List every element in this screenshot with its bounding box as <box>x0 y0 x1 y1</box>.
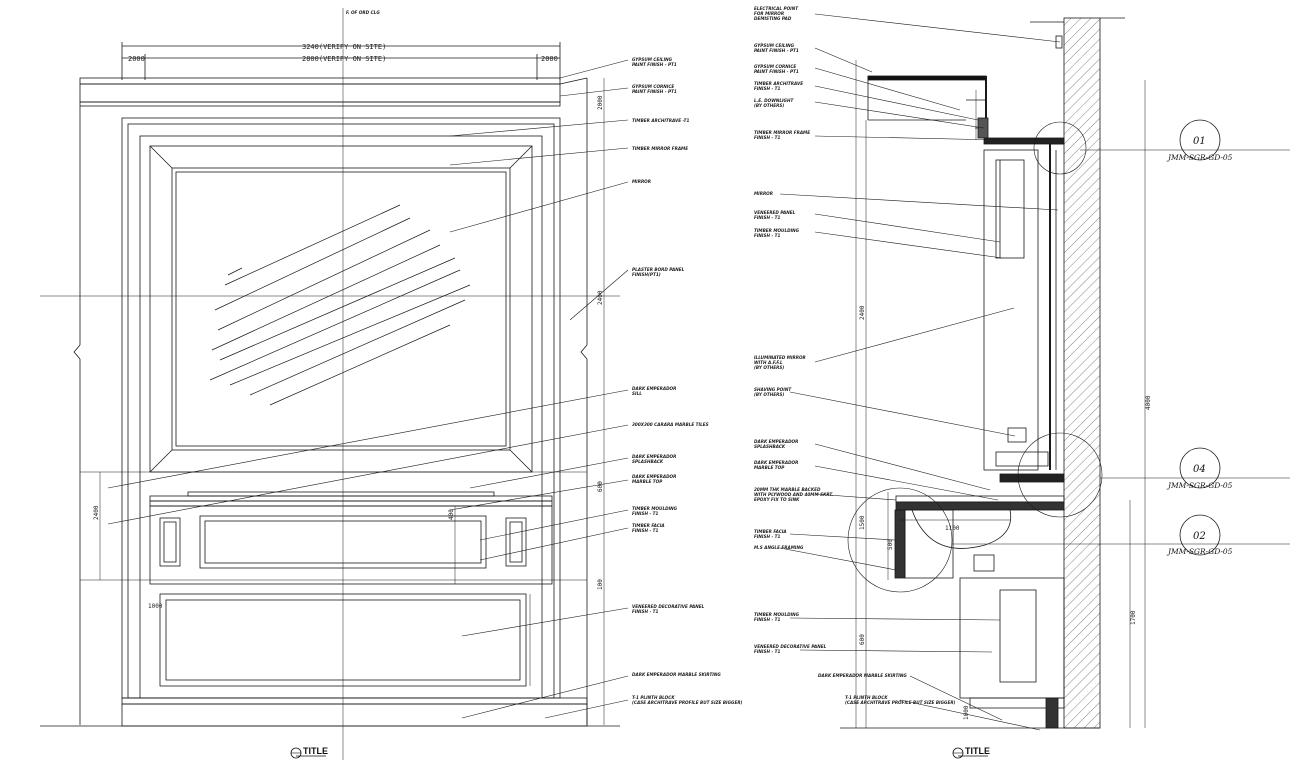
left-elevation <box>40 8 629 760</box>
vdim: 2400 <box>93 505 100 520</box>
anno-item: MIRROR <box>754 191 773 196</box>
left-elevation-labels: F. OF ORD CLG 3240(VERIFY ON SITE) 2800(… <box>93 10 743 759</box>
dim-left: 2000 <box>128 55 145 63</box>
detail-tag-ref: JMM-SGR-GD-05 <box>1166 153 1233 162</box>
dim-inner: 2800(VERIFY ON SITE) <box>302 55 386 63</box>
detail-tag-ref: JMM-SGR-GD-05 <box>1166 481 1233 490</box>
detail-tag-01[interactable]: 01 JMM-SGR-GD-05 <box>1166 136 1233 162</box>
anno-item: DARK EMPERADOR MARBLE SKIRTING <box>818 673 907 678</box>
vdim: 2400 <box>859 305 866 320</box>
dim-right: 2000 <box>541 55 558 63</box>
detail-tag-number: 01 <box>1193 136 1206 147</box>
detail-tag-number: 04 <box>1193 464 1206 475</box>
detail-tag-number: 02 <box>1193 531 1206 542</box>
detail-tag-02[interactable]: 02 JMM-SGR-GD-05 <box>1166 531 1233 556</box>
dim-overall: 3240(VERIFY ON SITE) <box>302 43 386 51</box>
anno-item: TIMBER MIRROR FRAME <box>632 146 688 151</box>
vdim: 100 <box>597 579 604 590</box>
anno-item: TIMBER ARCHITRAVE -T1 <box>632 118 689 123</box>
vdim: 1500 <box>859 515 866 530</box>
vdim: 1000 <box>148 603 163 610</box>
anno-item: T-1 PLINTH BLOCK(CASE ARCHITRAVE PROFILE… <box>632 695 743 705</box>
right-section <box>779 13 1290 731</box>
vdim: 2400 <box>597 290 604 305</box>
anno-item: DARK EMPERADOR MARBLE SKIRTING <box>632 672 721 677</box>
anno-item: 300X300 CARARA MARBLE TILES <box>632 422 709 427</box>
detail-tag-04[interactable]: 04 JMM-SGR-GD-05 <box>1166 464 1233 490</box>
detail-tag-ref: JMM-SGR-GD-05 <box>1166 547 1233 556</box>
anno-item: T-1 PLINTH BLOCK(CASE ARCHITRAVE PROFILE… <box>845 695 956 705</box>
left-title-block: TITLE <box>290 746 328 759</box>
anno-item: SHAVING POINT(BY OTHERS) <box>754 387 792 397</box>
vdim: 500 <box>887 539 894 550</box>
vdim: 2000 <box>597 95 604 110</box>
left-drawing-title: TITLE <box>303 746 328 756</box>
clg-level-note: F. OF ORD CLG <box>346 10 380 15</box>
vdim: 4000 <box>1145 395 1152 410</box>
right-drawing-title: TITLE <box>965 746 990 756</box>
vdim: 1000 <box>963 705 970 720</box>
vdim: 600 <box>597 481 604 492</box>
anno-item: MIRROR <box>632 179 651 184</box>
anno-item: L.E. DOWNLIGHT(BY OTHERS) <box>754 98 794 108</box>
vdim: 400 <box>448 509 455 520</box>
left-vertical-dims: 2000 2400 600 400 100 1000 2400 <box>93 95 604 610</box>
vdim: 1700 <box>1130 610 1137 625</box>
vdim: 600 <box>859 634 866 645</box>
sink-dim: 1100 <box>945 525 960 532</box>
anno-item: M.S ANGLE FRAMING <box>754 545 804 550</box>
right-vertical-dims: 2400 4000 1700 1500 600 500 1000 1100 <box>859 305 1152 720</box>
right-title-block: TITLE <box>952 746 990 759</box>
